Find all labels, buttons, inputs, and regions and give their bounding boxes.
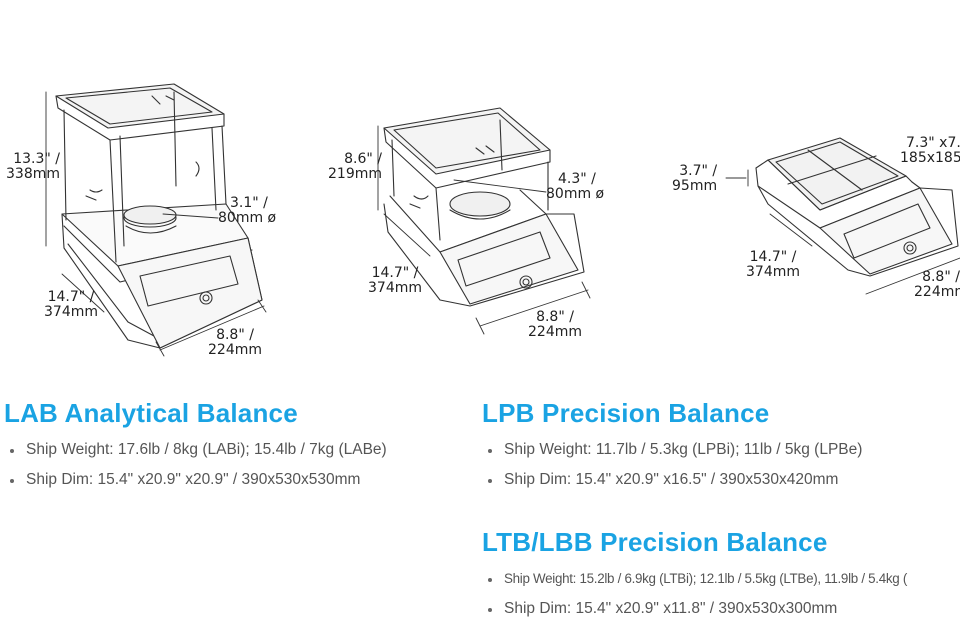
ltb-title: LTB/LBB Precision Balance bbox=[482, 527, 828, 557]
lab-pan-dimension: 3.1" /80mm ø bbox=[218, 195, 277, 226]
lpb-height-dimension: 8.6" /219mm bbox=[328, 151, 382, 182]
lpb-depth-dimension: 14.7" /374mm bbox=[368, 265, 422, 296]
ltb-height-dimension: 3.7" /95mm bbox=[672, 163, 718, 194]
lab-height-dimension: 13.3" /338mm bbox=[6, 151, 60, 182]
list-item: Ship Dim: 15.4" x20.9" x20.9" / 390x530x… bbox=[4, 465, 387, 495]
list-item: Ship Dim: 15.4" x20.9" x11.8" / 390x530x… bbox=[482, 594, 960, 624]
list-item: Ship Dim: 15.4" x20.9" x16.5" / 390x530x… bbox=[482, 465, 862, 495]
list-item: Ship Weight: 15.2lb / 6.9kg (LTBi); 12.1… bbox=[482, 564, 960, 594]
lab-specs-list: Ship Weight: 17.6lb / 8kg (LABi); 15.4lb… bbox=[4, 435, 387, 495]
lpb-pan-dimension: 4.3" /80mm ø bbox=[546, 171, 605, 202]
list-item: Ship Weight: 17.6lb / 8kg (LABi); 15.4lb… bbox=[4, 435, 387, 465]
lab-balance-illustration bbox=[45, 83, 267, 357]
lab-depth-dimension: 14.7" /374mm bbox=[44, 289, 98, 320]
ltb-depth-dimension: 14.7" /374mm bbox=[746, 249, 800, 280]
lpb-balance-illustration bbox=[377, 107, 591, 335]
lpb-specs-list: Ship Weight: 11.7lb / 5.3kg (LPBi); 11lb… bbox=[482, 435, 862, 495]
ltb-pan-dimension: 7.3" x7.185x185 bbox=[900, 135, 960, 166]
lab-title: LAB Analytical Balance bbox=[4, 398, 298, 428]
ltb-section: LTB/LBB Precision Balance Ship Weight: 1… bbox=[482, 527, 960, 624]
balance-drawings bbox=[45, 83, 960, 357]
lab-section: LAB Analytical Balance Ship Weight: 17.6… bbox=[4, 398, 387, 495]
ltb-specs-list: Ship Weight: 15.2lb / 6.9kg (LTBi); 12.1… bbox=[482, 564, 960, 624]
lpb-section: LPB Precision Balance Ship Weight: 11.7l… bbox=[482, 398, 862, 495]
ltb-balance-illustration bbox=[725, 137, 960, 295]
ltb-width-dimension: 8.8" /224mm bbox=[914, 269, 960, 300]
lpb-width-dimension: 8.8" /224mm bbox=[528, 309, 582, 340]
lpb-title: LPB Precision Balance bbox=[482, 398, 770, 428]
lab-width-dimension: 8.8" /224mm bbox=[208, 327, 262, 358]
list-item: Ship Weight: 11.7lb / 5.3kg (LPBi); 11lb… bbox=[482, 435, 862, 465]
